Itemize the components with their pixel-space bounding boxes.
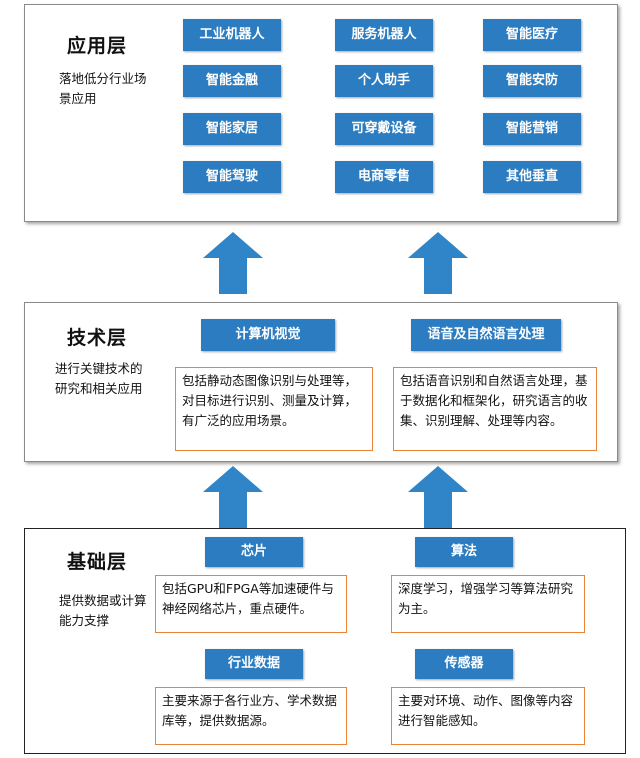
up-arrow-icon — [408, 466, 468, 528]
application-layer-description: 落地低分行业场景应用 — [59, 71, 147, 106]
computer-vision-tag: 计算机视觉 — [201, 319, 335, 351]
application-tag: 工业机器人 — [183, 19, 281, 51]
application-tag: 智能医疗 — [483, 19, 581, 51]
chip-description: 包括GPU和FPGA等加速硬件与神经网络芯片，重点硬件。 — [155, 575, 347, 633]
algorithm-tag: 算法 — [415, 537, 513, 567]
application-tag: 可穿戴设备 — [335, 113, 433, 145]
industry-data-tag: 行业数据 — [205, 649, 303, 679]
application-tag: 个人助手 — [335, 65, 433, 97]
application-layer: 应用层 落地低分行业场景应用 工业机器人 服务机器人 智能医疗 智能金融 个人助… — [24, 4, 618, 222]
up-arrow-icon — [203, 466, 263, 528]
foundation-layer-title: 基础层 — [67, 551, 128, 573]
application-tag: 其他垂直 — [483, 161, 581, 193]
application-tag: 服务机器人 — [335, 19, 433, 51]
sensor-description: 主要对环境、动作、图像等内容进行智能感知。 — [391, 687, 585, 745]
technology-layer-title: 技术层 — [67, 327, 128, 349]
technology-layer-description: 进行关键技术的研究和相关应用 — [55, 361, 143, 396]
foundation-layer-description: 提供数据或计算能力支撑 — [59, 593, 147, 628]
application-tag: 智能驾驶 — [183, 161, 281, 193]
speech-nlp-tag: 语音及自然语言处理 — [411, 319, 561, 351]
application-tag: 电商零售 — [335, 161, 433, 193]
application-layer-title: 应用层 — [67, 35, 128, 57]
computer-vision-description: 包括静动态图像识别与处理等，对目标进行识别、测量及计算，有广泛的应用场景。 — [175, 367, 373, 451]
industry-data-description: 主要来源于各行业方、学术数据库等，提供数据源。 — [155, 687, 347, 745]
speech-nlp-description: 包括语音识别和自然语言处理，基于数据化和框架化，研究语言的收集、识别理解、处理等… — [393, 367, 597, 451]
foundation-layer: 基础层 提供数据或计算能力支撑 芯片 算法 包括GPU和FPGA等加速硬件与神经… — [24, 528, 626, 754]
technology-layer: 技术层 进行关键技术的研究和相关应用 计算机视觉 语音及自然语言处理 包括静动态… — [24, 302, 618, 462]
application-tag: 智能金融 — [183, 65, 281, 97]
chip-tag: 芯片 — [205, 537, 303, 567]
sensor-tag: 传感器 — [415, 649, 513, 679]
application-tag: 智能营销 — [483, 113, 581, 145]
up-arrow-icon — [408, 232, 468, 294]
application-tag: 智能家居 — [183, 113, 281, 145]
algorithm-description: 深度学习，增强学习等算法研究为主。 — [391, 575, 585, 633]
up-arrow-icon — [203, 232, 263, 294]
application-tag: 智能安防 — [483, 65, 581, 97]
